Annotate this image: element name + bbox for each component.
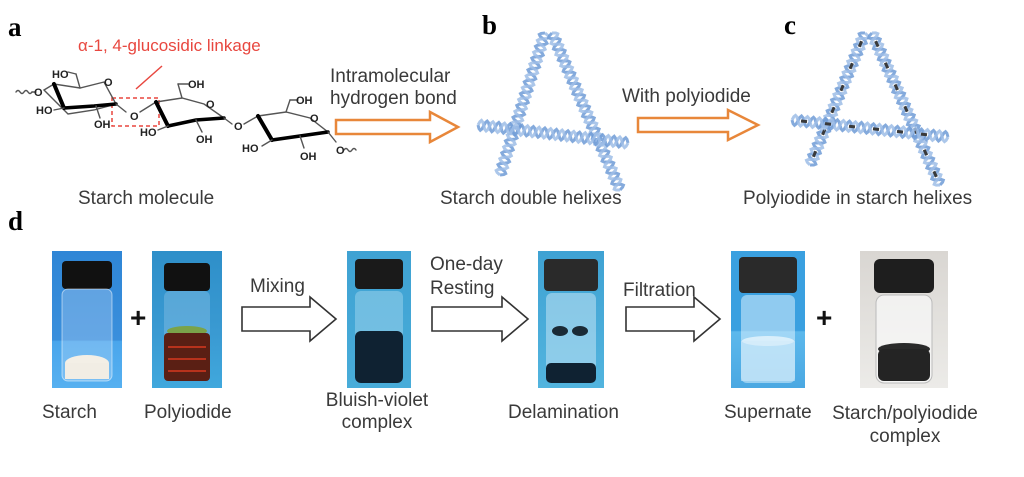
arrow-filtration [625, 295, 722, 343]
starch-caption: Starch [42, 402, 97, 423]
atom-ho: HO [140, 127, 157, 139]
panel-c-letter: c [784, 10, 796, 40]
mixing-label: Mixing [250, 276, 305, 297]
caption-line1: Bluish-violet [325, 390, 429, 411]
helix-strand-right [546, 31, 626, 192]
vial-cap [164, 263, 210, 291]
arrow-ab-label-line1: Intramolecular [330, 66, 451, 87]
plus-sign-1: + [130, 302, 147, 333]
photo-starch-polyiodide-complex-vial [860, 251, 948, 388]
vial-cap [739, 257, 797, 293]
polyiodide-chain [896, 129, 904, 134]
arrow-intramolecular-hydrogen-bond [334, 109, 461, 145]
starch-double-helix-illustration [476, 31, 630, 192]
plus-sign-2: + [816, 302, 833, 333]
polyiodide-chain [839, 84, 845, 92]
polyiodide-chain [932, 170, 938, 178]
label-line2: Resting [430, 278, 495, 299]
supernate-caption: Supernate [724, 402, 812, 423]
linkage-highlight-box [111, 97, 160, 127]
polyiodide-chain [830, 106, 836, 114]
polyiodide-chain [920, 132, 928, 137]
polyiodide-chain [893, 83, 899, 91]
vial-cap [62, 261, 112, 289]
atom-oh: OH [300, 151, 317, 163]
helix-strand-bottom [476, 118, 630, 150]
vial-cap [544, 259, 598, 291]
atom-oh: OH [196, 134, 213, 146]
panel-a-letter: a [8, 12, 22, 42]
polyiodide-chain [824, 122, 832, 126]
polyiodide-chain [903, 105, 909, 113]
vial-cap [874, 259, 934, 293]
annotation-leader-line [135, 65, 163, 90]
atom-oh: OH [188, 79, 205, 91]
filtration-label: Filtration [623, 280, 696, 301]
atom-oh: OH [94, 119, 111, 131]
caption-line1: Starch/polyiodide [832, 403, 978, 424]
polyiodide-chain [874, 40, 880, 48]
photo-bluish-violet-vial [347, 251, 411, 388]
arrow-with-polyiodide [636, 107, 761, 143]
bluish-violet-complex-caption: Bluish-violet complex [322, 390, 432, 434]
arrow-ab-label-line2: hydrogen bond [330, 88, 457, 109]
atom-ho: HO [36, 105, 53, 117]
polyiodide-solution [164, 333, 210, 381]
sediment-layer [546, 363, 596, 383]
glucosidic-linkage-annotation: α-1, 4-glucosidic linkage [78, 36, 261, 55]
arrow-mixing [241, 295, 338, 343]
polyiodide-chain [922, 149, 929, 156]
atom-o: O [234, 121, 243, 133]
starch-molecule-caption: Starch molecule [78, 188, 215, 209]
polyiodide-chain [883, 62, 890, 69]
starch-molecule-structure: O HO O HO OH O OH O HO OH O OH O HO OH O [15, 65, 357, 163]
glucose-ring-1 [42, 81, 118, 115]
chain-wave-end [343, 147, 357, 153]
panel-b-letter: b [482, 10, 498, 40]
helix-strand-right [866, 31, 946, 187]
helix-strand-bottom [790, 113, 950, 144]
chain-wave-start [15, 89, 33, 95]
atom-o: O [104, 77, 113, 89]
vial-cap [355, 259, 403, 289]
polyiodide-chain [800, 119, 808, 124]
arrow-bc-label: With polyiodide [622, 86, 751, 107]
polyiodide-chain [872, 127, 880, 131]
helix-strand-left [494, 31, 551, 177]
helix-strand-left [804, 31, 871, 167]
atom-o-linkage: O [130, 111, 139, 123]
atom-o: O [34, 87, 43, 99]
photo-polyiodide-vial [152, 251, 222, 388]
atom-ho: HO [242, 143, 259, 155]
atom-o: O [336, 145, 345, 157]
atom-oh: OH [296, 95, 313, 107]
starch-polyiodide-complex-caption: Starch/polyiodide complex [830, 402, 980, 448]
polyiodide-in-starch-caption: Polyiodide in starch helixes [743, 188, 973, 209]
panel-d-letter: d [8, 206, 24, 236]
label-line1: One-day [430, 254, 503, 275]
polyiodide-helix-illustration [790, 31, 950, 187]
polyiodide-chain [812, 150, 818, 158]
one-day-resting-label: One-day Resting [430, 253, 503, 301]
photo-supernate-vial [731, 251, 805, 388]
caption-line2: complex [341, 412, 413, 433]
delamination-caption: Delamination [508, 402, 619, 423]
photo-delamination-vial [538, 251, 604, 388]
atom-o: O [310, 113, 319, 125]
arrow-one-day-resting [431, 295, 530, 343]
caption-line2: complex [869, 426, 941, 447]
polyiodide-chain [848, 62, 854, 70]
atom-ho: HO [52, 69, 69, 81]
starch-double-helixes-caption: Starch double helixes [440, 188, 622, 209]
polyiodide-chain [857, 40, 863, 48]
photo-starch-vial [52, 251, 122, 388]
bluish-violet-solution [355, 331, 403, 383]
atom-o: O [206, 99, 215, 111]
polyiodide-chain [848, 124, 856, 129]
arrow-ab-label: Intramolecular hydrogen bond [330, 66, 457, 110]
polyiodide-caption: Polyiodide [144, 402, 232, 423]
dark-complex-powder [878, 349, 930, 381]
